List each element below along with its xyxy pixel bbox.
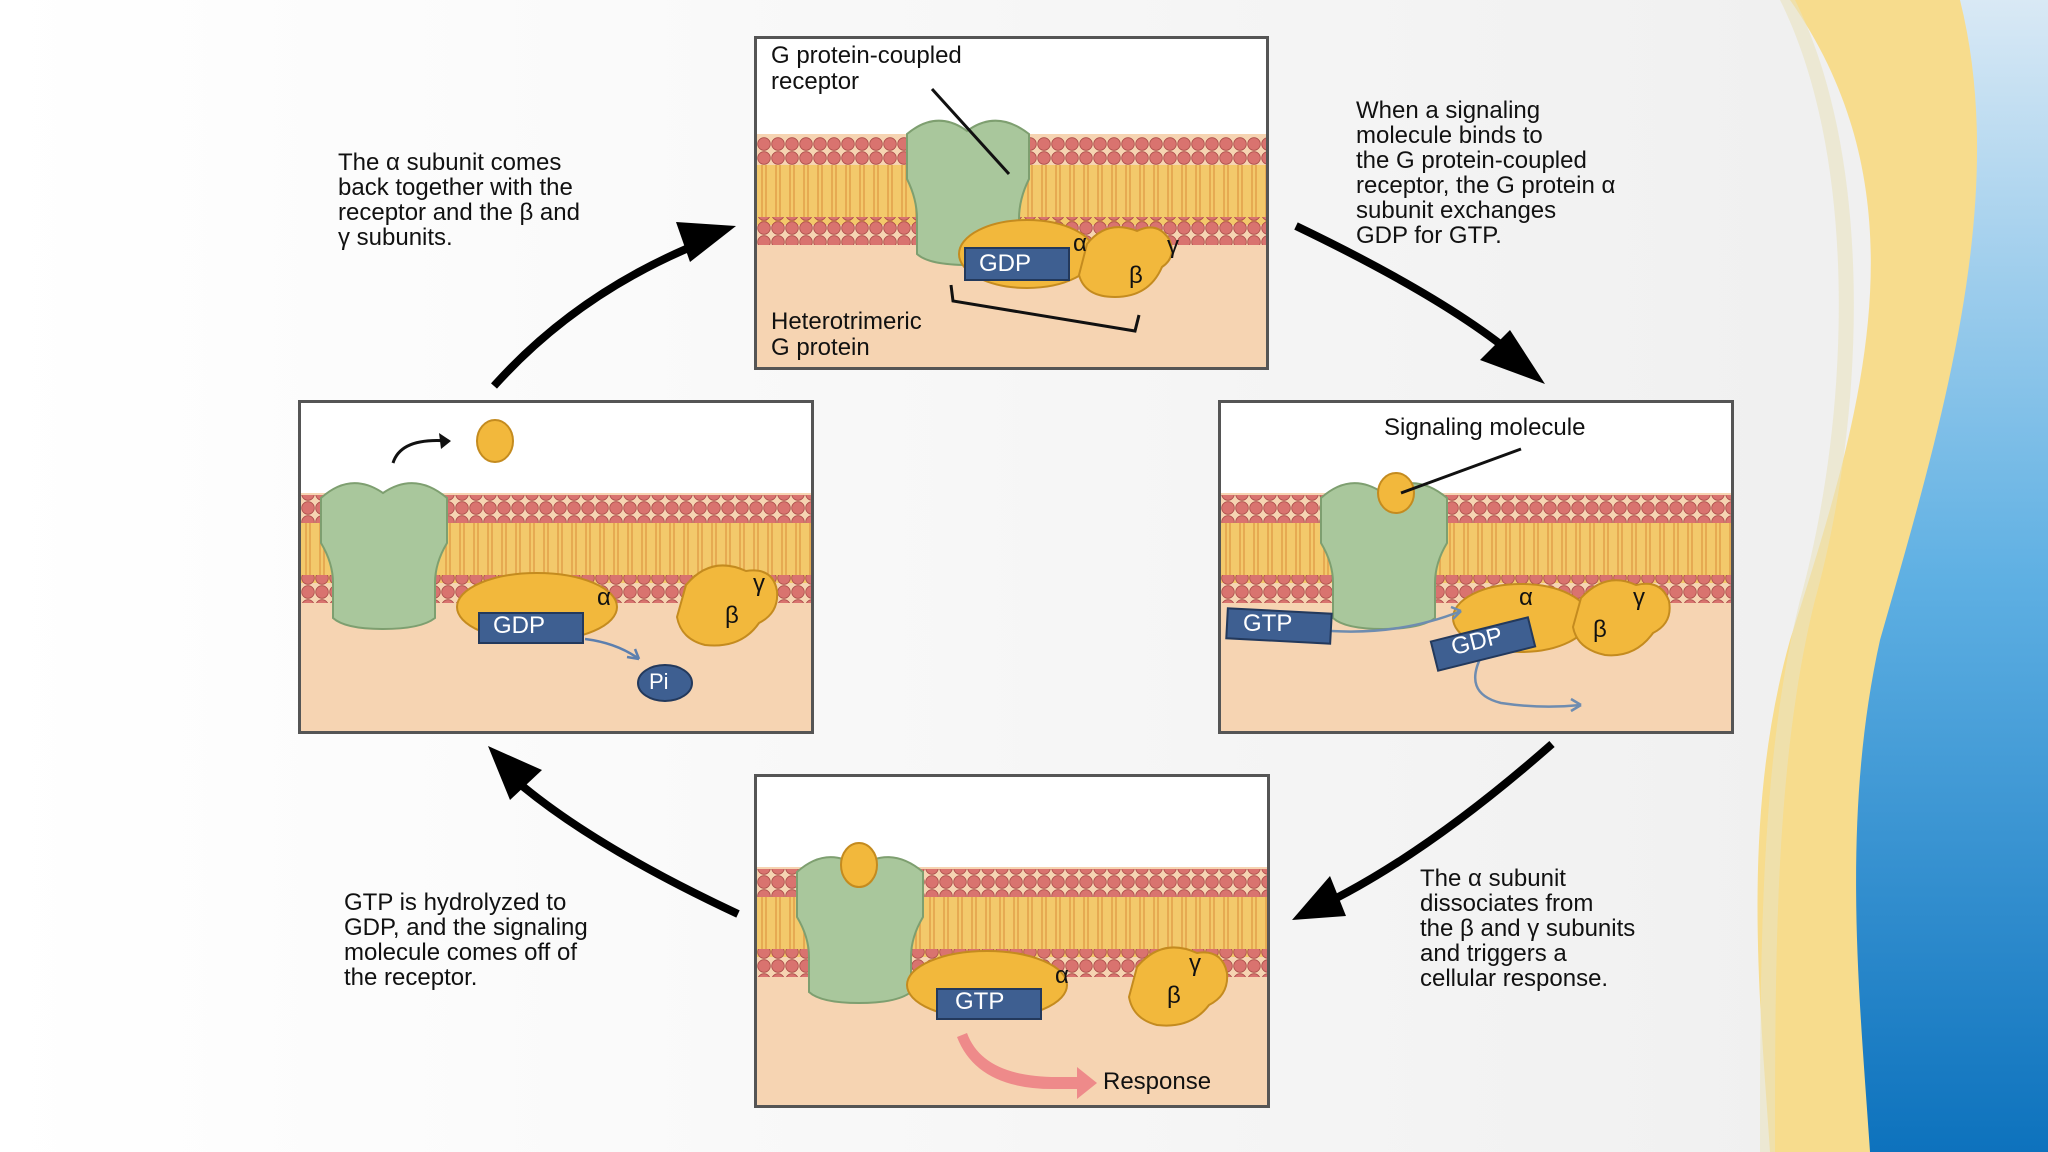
caption-binding: When a signaling molecule binds to the G… [1356,97,1616,249]
gprotein-label: Heterotrimeric G protein [771,308,922,361]
gamma-label: γ [1189,950,1201,977]
panel-signal-binding: Signaling molecule GTP GDP α γ β [1218,400,1734,734]
alpha-label: α [1519,584,1533,611]
blue-wave [1856,0,2048,1152]
binding-illustration [1221,403,1731,731]
caption-hydrolysis: GTP is hydrolyzed to GDP, and the signal… [344,889,588,991]
caption-reassembly: The α subunit comes back together with t… [338,149,580,251]
panel-hydrolysis: GDP Pi α γ β [298,400,814,734]
gtp-label: GTP [955,988,1005,1015]
panel-active-response: GTP α γ β Response [754,774,1270,1108]
receptor-label: G protein-coupled receptor [771,42,962,95]
pi-label: Pi [649,669,669,694]
alpha-label: α [1055,962,1069,989]
beta-label: β [1167,982,1181,1009]
alpha-label: α [597,584,611,611]
gdp-label: GDP [979,250,1032,277]
beta-label: β [725,602,739,629]
signal-label: Signaling molecule [1384,414,1586,441]
panel-resting-state: G protein-coupled receptor Heterotrimeri… [754,36,1269,370]
response-illustration [757,777,1267,1105]
beta-label: β [1593,616,1607,643]
gamma-label: γ [1633,584,1645,611]
response-label: Response [1103,1068,1212,1095]
hydrolysis-illustration [301,403,811,731]
gamma-label: γ [1167,232,1179,259]
gamma-label: γ [753,570,765,597]
gdp-label: GDP [493,612,546,639]
gtp-label: GTP [1243,610,1293,637]
caption-dissociation: The α subunit dissociates from the β and… [1420,865,1636,992]
resting-illustration [757,39,1266,367]
beta-label: β [1129,262,1143,289]
alpha-label: α [1073,230,1087,257]
